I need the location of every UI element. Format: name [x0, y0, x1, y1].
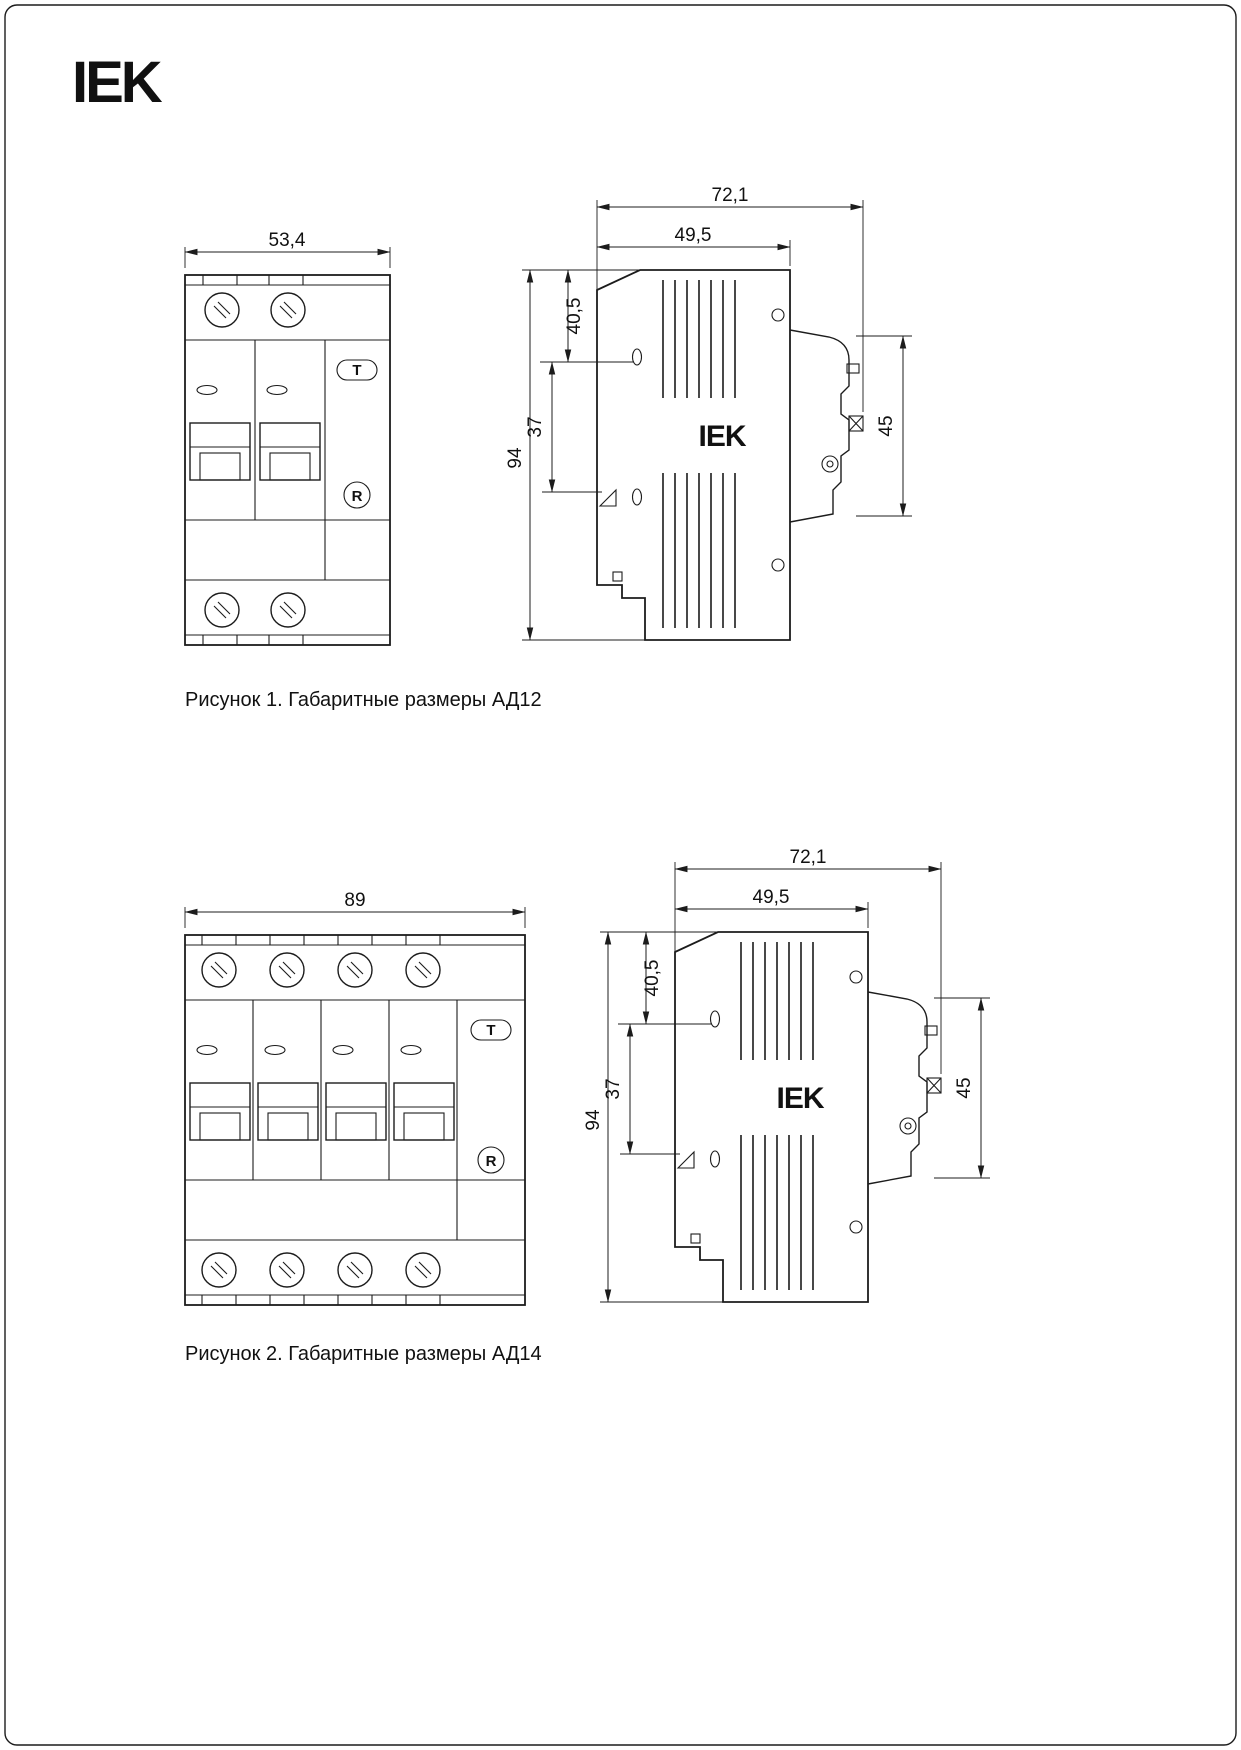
- pole-module: [189, 384, 251, 481]
- height-dim-label: 94: [583, 1109, 604, 1131]
- pole-module: [257, 1044, 319, 1141]
- reset-button-label: R: [352, 488, 363, 505]
- reset-button: [343, 481, 371, 509]
- reset-button: [477, 1146, 505, 1174]
- breaker-body-logo: IEK: [776, 1082, 824, 1115]
- terminal-screw: [201, 952, 237, 988]
- pole-module: [259, 384, 321, 481]
- front-width-dim-label: 89: [344, 890, 365, 911]
- terminal-screw: [405, 1252, 441, 1288]
- terminal-screw: [337, 1252, 373, 1288]
- figure2-side-view: IEK: [674, 931, 942, 1303]
- terminal-screw: [201, 1252, 237, 1288]
- test-button: [470, 1019, 512, 1041]
- test-button-label: T: [352, 362, 361, 379]
- terminal-screw: [405, 952, 441, 988]
- iek-logo: IEK: [72, 50, 163, 115]
- height-dim-label: 94: [505, 447, 526, 469]
- figure1-dimensions: 53,4 72,1 49,5 94 40,5 37 45: [184, 185, 912, 641]
- front-height-dim-label: 45: [954, 1077, 975, 1098]
- breaker-body-logo: IEK: [698, 420, 746, 453]
- figure1-side-view: IEK: [596, 269, 864, 641]
- terminal-screw: [270, 292, 306, 328]
- test-button: [336, 359, 378, 381]
- test-button-label: T: [486, 1022, 495, 1039]
- terminal-screw: [269, 1252, 305, 1288]
- pole-module: [189, 1044, 251, 1141]
- pole-module: [325, 1044, 387, 1141]
- body-depth-dim-label: 49,5: [675, 225, 712, 246]
- figure2-dimensions: 89 72,1 49,5 94 40,5 37 45: [184, 847, 990, 1303]
- top-to-hole-dim-label: 40,5: [564, 298, 585, 335]
- hole-to-clip-dim-label: 37: [525, 416, 546, 437]
- terminal-screw: [337, 952, 373, 988]
- figure1-front-view: T R: [184, 274, 391, 646]
- terminal-screw: [269, 952, 305, 988]
- page-border: [4, 4, 1237, 1746]
- overall-depth-dim-label: 72,1: [712, 185, 749, 206]
- figure2-front-view: T R: [184, 934, 526, 1306]
- front-width-dim-label: 53,4: [269, 230, 306, 251]
- terminal-screw: [204, 592, 240, 628]
- terminal-screw: [204, 292, 240, 328]
- terminal-screw: [270, 592, 306, 628]
- reset-button-label: R: [486, 1153, 497, 1170]
- body-depth-dim-label: 49,5: [753, 887, 790, 908]
- hole-to-clip-dim-label: 37: [603, 1078, 624, 1099]
- front-height-dim-label: 45: [876, 415, 897, 436]
- top-to-hole-dim-label: 40,5: [642, 960, 663, 997]
- figure1-caption: Рисунок 1. Габаритные размеры АД12: [185, 689, 542, 711]
- figure2-caption: Рисунок 2. Габаритные размеры АД14: [185, 1343, 542, 1365]
- pole-module: [393, 1044, 455, 1141]
- overall-depth-dim-label: 72,1: [790, 847, 827, 868]
